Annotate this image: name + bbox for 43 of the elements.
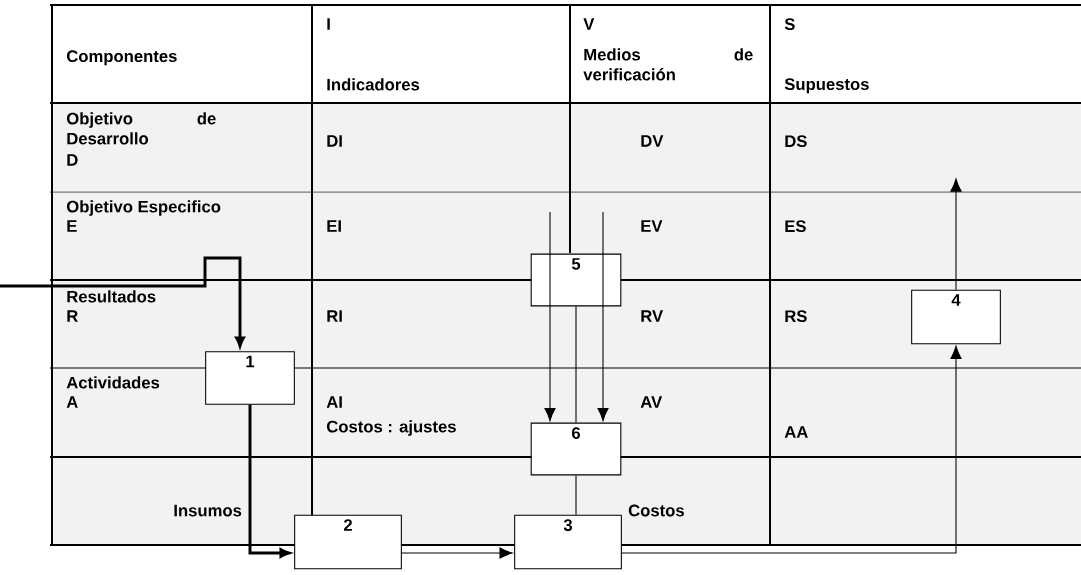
cell-text: DV <box>641 135 664 147</box>
box-caption: Costos <box>628 504 684 517</box>
cell-text: Objetivo Especifico <box>66 200 221 216</box>
cell-text: EI <box>327 220 341 232</box>
numbered-box: 3 <box>514 514 622 570</box>
cell-text: Resultados <box>67 290 156 303</box>
numbered-box: 5 <box>530 253 622 307</box>
cell-text: S <box>784 18 795 31</box>
cell-text: Medios de verificación <box>583 48 753 81</box>
cell-text: EV <box>641 220 663 232</box>
numbered-box: 2 <box>294 514 402 570</box>
cell-text: AV <box>640 396 663 408</box>
arrow <box>621 345 962 554</box>
arrow <box>248 404 291 558</box>
cell-text: A <box>66 396 78 408</box>
cell-text: Costos : ajustes <box>326 420 456 436</box>
cell-text: Actividades <box>66 376 160 389</box>
cell-text: D <box>67 154 78 166</box>
cell-text: AI <box>326 396 342 408</box>
cell-text: RV <box>641 310 663 322</box>
cell-text: RI <box>327 310 342 322</box>
cell-text: DI <box>327 135 342 147</box>
numbered-box: 1 <box>205 351 295 405</box>
cell-text: V <box>583 18 595 30</box>
arrow <box>597 211 609 422</box>
cell-text: I <box>327 18 330 30</box>
cell-text: DS <box>785 135 807 148</box>
cell-text: RS <box>785 310 807 323</box>
box-caption: Insumos <box>174 504 242 517</box>
cell-text: AA <box>784 426 808 438</box>
arrow <box>0 256 245 348</box>
cell-text: R <box>67 310 78 322</box>
arrow <box>950 178 962 291</box>
numbered-box: 6 <box>530 422 622 476</box>
arrow <box>544 211 556 422</box>
cell-text: E <box>67 220 77 232</box>
cell-text: Indicadores <box>327 78 420 91</box>
cell-text: Componentes <box>66 50 177 66</box>
cell-text: Supuestos <box>784 78 869 94</box>
arrow <box>401 547 513 559</box>
cell-text: ES <box>785 220 806 233</box>
cell-text: Objetivo de Desarrollo <box>66 112 216 145</box>
numbered-box: 4 <box>911 289 1001 345</box>
